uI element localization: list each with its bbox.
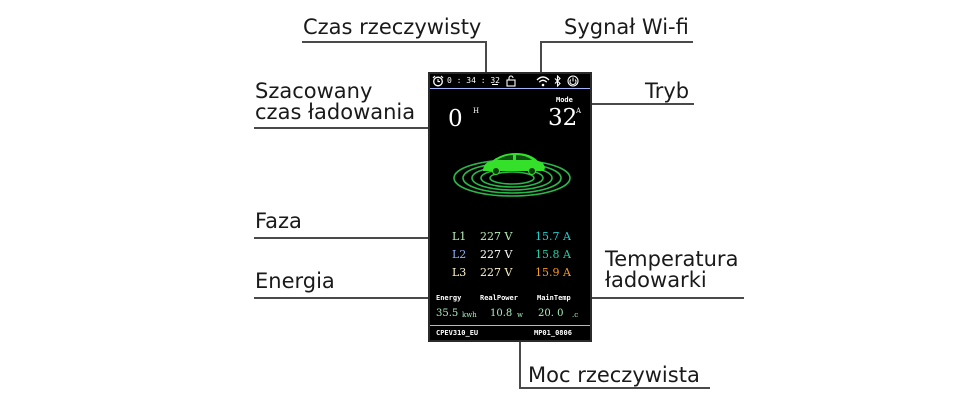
current-limit-unit: A [576,107,582,115]
callout-realtime: Czas rzeczywisty [303,15,482,39]
callout-energy: Energia [255,269,335,293]
wifi-icon [536,76,550,87]
phase-name: L1 [452,230,467,243]
realtime-leader-line [302,41,487,73]
mode-label: Mode [556,96,573,104]
energy-value: 35.5 [436,308,459,319]
phase-voltage: 227 V [480,248,513,261]
callout-estimated-time-line1: Szacowany [255,79,373,103]
phase-current: 15.7 A [535,230,571,243]
bluetooth-icon [554,75,561,87]
phase-voltage: 227 V [480,230,513,243]
callout-temperature-line1: Temperatura [605,247,739,271]
callout-wifi-signal: Sygnał Wi-fi [564,15,689,39]
firmware-version: MP01_0806 [534,329,572,337]
main-temp-label: MainTemp [537,294,571,302]
real-power-label: RealPower [480,294,518,302]
energy-label: Energy [436,294,462,302]
power-icon [567,75,579,87]
charging-ring [489,171,535,185]
callout-estimated-time-line2: czas ładowania [255,100,416,124]
realtime-clock: 0 : 34 : 32 [447,76,500,85]
charger-display: 0 : 34 : 32 0 H Mode 32 A [428,72,592,342]
real-power-value: 10.8 [490,308,513,319]
callout-phase: Faza [255,209,302,233]
phase-voltage: 227 V [480,266,513,279]
callout-mode: Tryb [645,79,690,103]
real-power-unit: w [517,311,523,319]
estimated-time-value: 0 [448,106,463,132]
lock-icon [506,75,516,87]
car-icon [483,153,545,175]
main-temp-unit: .c [572,311,579,319]
main-temp-value: 20. 0 [538,308,564,319]
phase-current: 15.9 A [535,266,571,279]
phase-name: L3 [452,266,467,279]
phase-name: L2 [452,248,467,261]
status-divider [492,84,498,85]
model-name: CPEV310_EU [436,329,479,337]
current-limit-value: 32 [548,105,578,131]
callout-temperature-line2: ładowarki [605,268,707,292]
phase-current: 15.8 A [535,248,571,261]
estimated-time-unit: H [473,107,480,115]
alarm-clock-icon [432,75,444,87]
footer-divider [430,325,590,326]
status-bar: 0 : 34 : 32 [430,74,590,89]
wifi-leader-line [540,41,693,74]
car-charging-illustration [453,153,571,197]
callout-real-power: Moc rzeczywista [528,363,700,387]
energy-unit: kwh [462,311,477,319]
